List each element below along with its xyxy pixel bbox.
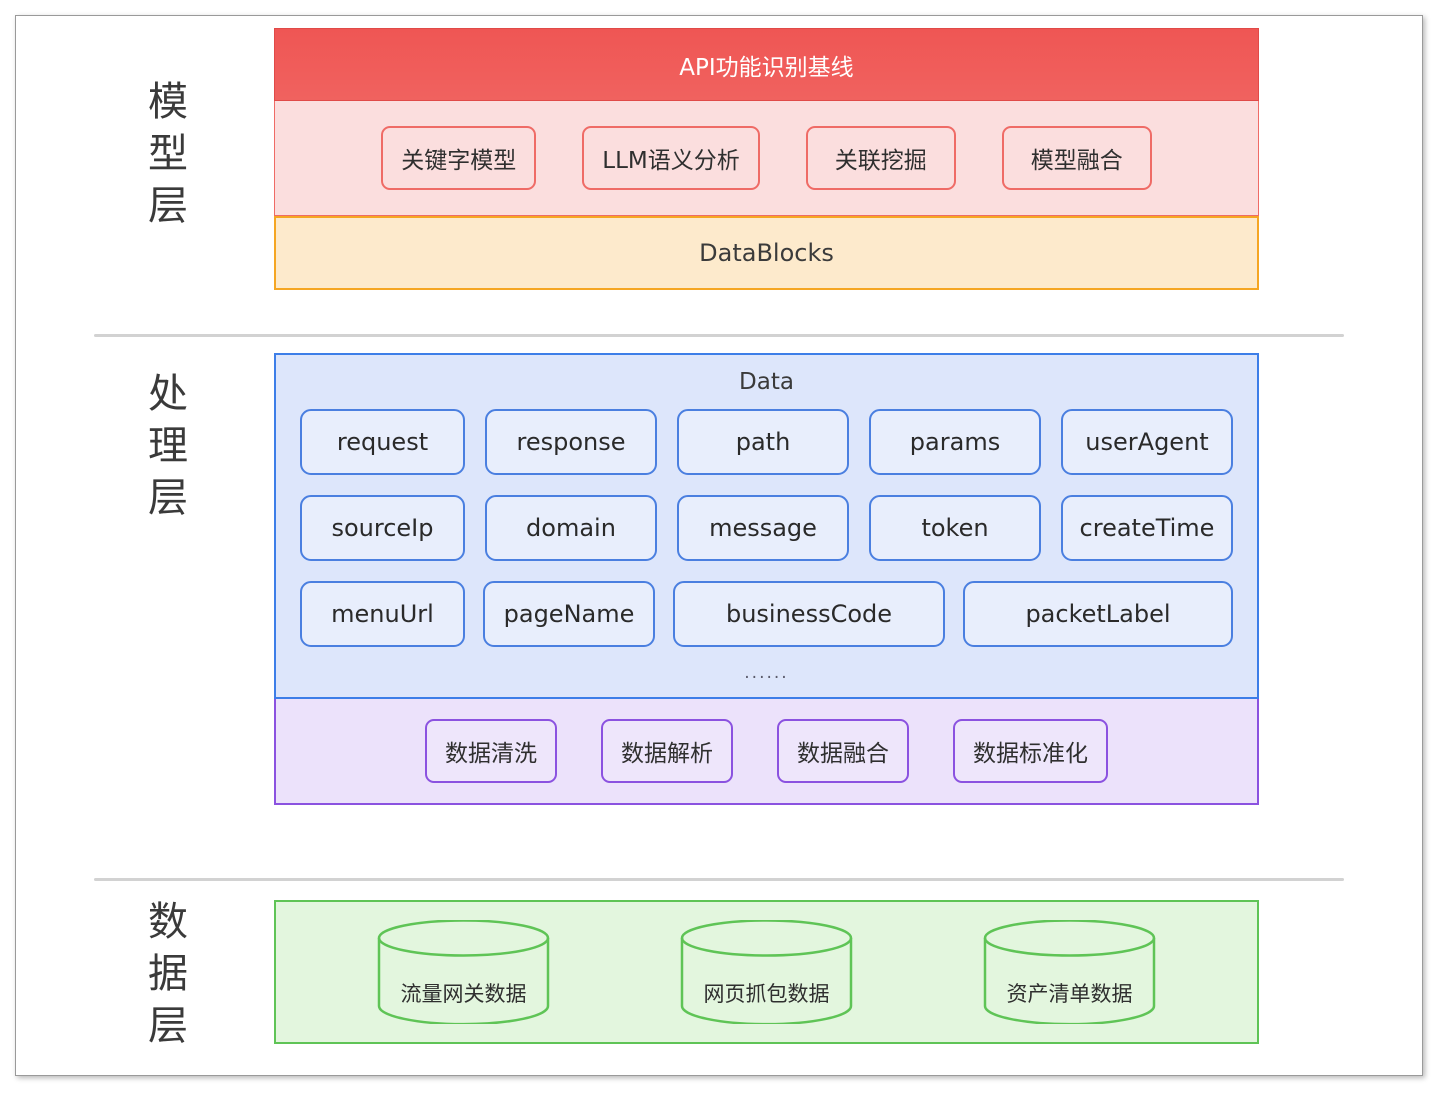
separator-model-process [94, 334, 1344, 337]
field-createtime[interactable]: createTime [1061, 495, 1233, 561]
api-baseline-banner: API功能识别基线 [274, 28, 1259, 101]
field-domain[interactable]: domain [485, 495, 657, 561]
model-components-panel: 关键字模型 LLM语义分析 关联挖掘 模型融合 [274, 101, 1259, 216]
database-cylinder-traffic-gateway[interactable]: 流量网关数据 [376, 920, 551, 1024]
field-menuurl[interactable]: menuUrl [300, 581, 465, 647]
layer-label-model-char-1: 型 [148, 131, 188, 177]
layer-label-data-char-2: 层 [148, 1003, 188, 1049]
data-operations-panel: 数据清洗 数据解析 数据融合 数据标准化 [274, 699, 1259, 805]
layer-label-model-char-2: 层 [148, 183, 188, 229]
data-fields-row-1: request response path params userAgent [300, 409, 1233, 475]
layer-label-data: 数 据 层 [120, 896, 216, 1052]
data-sources-panel: 流量网关数据 网页抓包数据 资产清单数据 [274, 900, 1259, 1044]
datablocks-band: DataBlocks [274, 216, 1259, 290]
fields-ellipsis: ...... [744, 663, 789, 683]
model-box-llm-semantic[interactable]: LLM语义分析 [582, 126, 760, 190]
field-response[interactable]: response [485, 409, 657, 475]
layer-label-data-char-0: 数 [148, 899, 188, 945]
field-path[interactable]: path [677, 409, 849, 475]
database-cylinder-web-capture[interactable]: 网页抓包数据 [679, 920, 854, 1024]
field-businesscode[interactable]: businessCode [673, 581, 945, 647]
api-baseline-title: API功能识别基线 [679, 54, 854, 81]
data-fields-panel: Data request response path params userAg… [274, 353, 1259, 699]
layer-label-model: 模 型 层 [120, 76, 216, 232]
operation-data-fusion[interactable]: 数据融合 [777, 719, 909, 783]
field-token[interactable]: token [869, 495, 1041, 561]
layer-label-data-char-1: 据 [148, 951, 188, 997]
layer-label-model-char-0: 模 [148, 79, 188, 125]
field-packetlabel[interactable]: packetLabel [963, 581, 1233, 647]
layer-label-process-char-1: 理 [148, 423, 188, 469]
database-label-web-capture: 网页抓包数据 [703, 982, 830, 1006]
datablocks-label: DataBlocks [699, 239, 834, 267]
data-fields-row-2: sourceIp domain message token createTime [300, 495, 1233, 561]
process-layer: Data request response path params userAg… [274, 353, 1259, 805]
database-cylinder-asset-inventory[interactable]: 资产清单数据 [982, 920, 1157, 1024]
cylinder-icon [983, 920, 1156, 1024]
database-label-traffic-gateway: 流量网关数据 [400, 982, 527, 1006]
data-layer: 流量网关数据 网页抓包数据 资产清单数据 [274, 900, 1259, 1044]
diagram-canvas: 模 型 层 API功能识别基线 关键字模型 LLM语义分析 关联挖掘 模型融合 … [15, 15, 1423, 1076]
separator-process-data [94, 878, 1344, 881]
field-pagename[interactable]: pageName [483, 581, 655, 647]
operation-data-standardization[interactable]: 数据标准化 [953, 719, 1108, 783]
data-panel-title: Data [739, 369, 794, 395]
operation-data-cleaning[interactable]: 数据清洗 [425, 719, 557, 783]
data-fields-row-3: menuUrl pageName businessCode packetLabe… [300, 581, 1233, 647]
cylinder-icon [377, 920, 550, 1024]
model-box-keyword[interactable]: 关键字模型 [381, 126, 537, 190]
field-request[interactable]: request [300, 409, 465, 475]
layer-label-process-char-2: 层 [148, 475, 188, 521]
field-useragent[interactable]: userAgent [1061, 409, 1233, 475]
field-message[interactable]: message [677, 495, 849, 561]
field-params[interactable]: params [869, 409, 1041, 475]
layer-label-process-char-0: 处 [148, 371, 188, 417]
operation-data-parsing[interactable]: 数据解析 [601, 719, 733, 783]
field-sourceip[interactable]: sourceIp [300, 495, 465, 561]
layer-label-process: 处 理 层 [120, 368, 216, 524]
model-layer: API功能识别基线 关键字模型 LLM语义分析 关联挖掘 模型融合 DataBl… [274, 28, 1259, 290]
cylinder-icon [680, 920, 853, 1024]
database-label-asset-inventory: 资产清单数据 [1006, 982, 1133, 1006]
model-box-model-fusion[interactable]: 模型融合 [1001, 126, 1152, 190]
model-box-association-mining[interactable]: 关联挖掘 [805, 126, 956, 190]
